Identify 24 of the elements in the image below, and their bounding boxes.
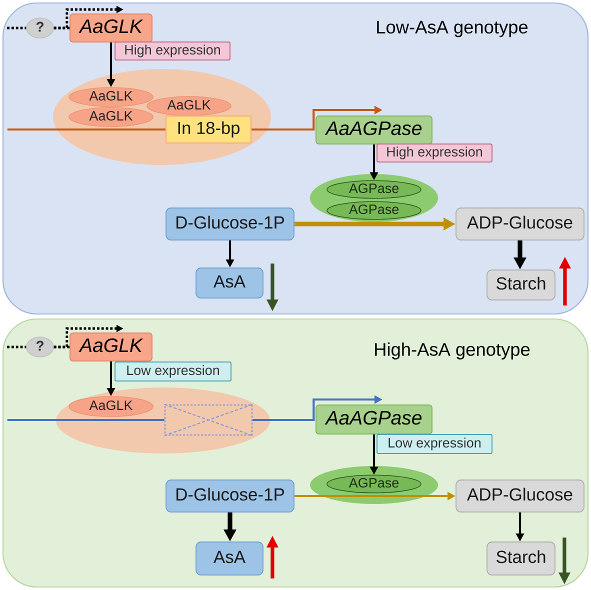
gene-box: AaAGPase <box>316 116 432 144</box>
gene-box: AaGLK <box>70 332 152 362</box>
dotted-line <box>7 26 26 30</box>
expression-tag: High expression <box>114 42 230 60</box>
insertion-box: In 18-bp <box>165 115 252 144</box>
metabolite-box: Starch <box>486 542 556 576</box>
expression-tag: Low expression <box>114 362 232 382</box>
metabolite-box: AsA <box>196 542 264 576</box>
deletion-box <box>164 404 253 436</box>
panel-title: Low-AsA genotype <box>377 20 528 38</box>
metabolite-box: D-Glucose-1P <box>166 480 294 512</box>
dna-line <box>7 128 166 131</box>
metabolite-box: AsA <box>196 268 264 298</box>
expression-tag: High expression <box>376 144 492 162</box>
expression-tag: Low expression <box>376 434 492 454</box>
metabolite-box: Starch <box>486 270 556 300</box>
gene-box: AaAGPase <box>316 404 432 434</box>
metabolite-box: ADP-Glucose <box>456 480 584 512</box>
metabolite-box: ADP-Glucose <box>456 208 584 240</box>
panel-title: High-AsA genotype <box>375 342 530 360</box>
dotted-line <box>7 346 26 348</box>
dna-line <box>7 418 164 422</box>
metabolite-box: D-Glucose-1P <box>166 208 294 240</box>
gene-box: AaGLK <box>70 14 152 42</box>
